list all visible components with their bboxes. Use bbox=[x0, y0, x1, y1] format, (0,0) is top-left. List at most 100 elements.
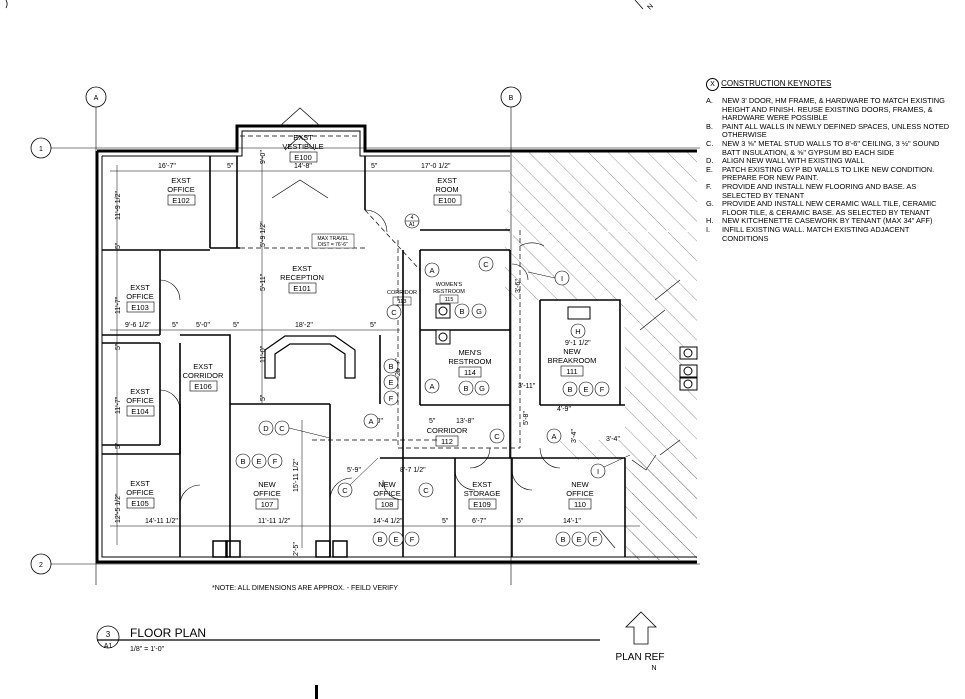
top-north-arrow-icon: N bbox=[634, 0, 655, 12]
svg-text:F: F bbox=[410, 535, 415, 544]
svg-text:14'-8": 14'-8" bbox=[294, 163, 312, 170]
svg-text:E101: E101 bbox=[293, 284, 311, 293]
svg-text:B: B bbox=[240, 457, 245, 466]
svg-text:B: B bbox=[377, 535, 382, 544]
door-swings bbox=[159, 209, 681, 549]
svg-text:H: H bbox=[575, 327, 580, 336]
svg-text:5'-9": 5'-9" bbox=[347, 467, 361, 474]
svg-text:5'-8": 5'-8" bbox=[523, 411, 530, 425]
svg-text:3: 3 bbox=[106, 630, 111, 639]
general-note: *NOTE: ALL DIMENSIONS ARE APPROX. - FEIL… bbox=[212, 585, 398, 592]
svg-text:F: F bbox=[273, 457, 278, 466]
svg-text:4'-9": 4'-9" bbox=[557, 406, 571, 413]
keynote-tag-e: E bbox=[383, 374, 399, 390]
keynotes-header: X CONSTRUCTION KEYNOTES bbox=[706, 78, 951, 91]
plan-ref-north-arrow-icon: PLAN REF N bbox=[616, 611, 664, 672]
svg-text:NEW: NEW bbox=[378, 480, 396, 489]
drawing-title: FLOOR PLAN bbox=[130, 626, 206, 640]
svg-text:EXST: EXST bbox=[472, 480, 492, 489]
svg-text:EXST: EXST bbox=[292, 264, 312, 273]
svg-text:18'-2": 18'-2" bbox=[295, 322, 313, 329]
svg-text:ROOM: ROOM bbox=[435, 185, 458, 194]
svg-text:5": 5" bbox=[172, 322, 179, 329]
partial-callout-circle bbox=[5, 0, 8, 9]
svg-text:EXST: EXST bbox=[130, 479, 150, 488]
svg-text:OFFICE: OFFICE bbox=[373, 489, 401, 498]
svg-text:B: B bbox=[560, 535, 565, 544]
svg-text:16'-7": 16'-7" bbox=[158, 163, 176, 170]
keynote-tag-a: A bbox=[424, 378, 440, 394]
keynote-item: D.ALIGN NEW WALL WITH EXISTING WALL bbox=[706, 156, 865, 166]
reception-desk bbox=[264, 335, 356, 379]
svg-text:3'-11": 3'-11" bbox=[518, 383, 536, 390]
keynote-tag-a: A bbox=[363, 413, 379, 429]
svg-text:EXST: EXST bbox=[193, 362, 213, 371]
svg-text:C: C bbox=[279, 424, 285, 433]
svg-text:I: I bbox=[597, 467, 599, 476]
svg-text:C: C bbox=[423, 486, 429, 495]
svg-text:N: N bbox=[646, 3, 655, 12]
svg-text:NEW: NEW bbox=[571, 480, 589, 489]
keynote-symbol-icon: X bbox=[706, 78, 719, 91]
svg-text:5": 5" bbox=[115, 442, 122, 449]
svg-text:C: C bbox=[494, 432, 500, 441]
svg-text:112: 112 bbox=[441, 437, 453, 446]
svg-text:EXST: EXST bbox=[171, 176, 191, 185]
svg-text:DIST = 76'-6": DIST = 76'-6" bbox=[318, 242, 348, 248]
columns bbox=[212, 540, 348, 558]
svg-text:5": 5" bbox=[442, 518, 449, 525]
svg-text:E109: E109 bbox=[473, 500, 491, 509]
svg-text:A: A bbox=[551, 432, 556, 441]
keynotes-list: A.NEW 3' DOOR, HM FRAME, & HARDWARE TO M… bbox=[706, 96, 951, 243]
keynote-callouts: A C B G C A B G B E F A C A H B E F I I … bbox=[235, 256, 631, 547]
svg-text:6'-7": 6'-7" bbox=[472, 518, 486, 525]
svg-text:110: 110 bbox=[574, 500, 586, 509]
svg-text:A: A bbox=[429, 382, 434, 391]
svg-text:CORRIDOR: CORRIDOR bbox=[387, 290, 417, 296]
keynote-tag-e: E bbox=[571, 531, 587, 547]
svg-text:108: 108 bbox=[381, 500, 394, 509]
svg-text:A1: A1 bbox=[104, 643, 113, 650]
svg-text:RESTROOM: RESTROOM bbox=[448, 357, 491, 366]
keynote-tag-i: I bbox=[590, 454, 631, 479]
svg-text:17'-0 1/2": 17'-0 1/2" bbox=[421, 163, 451, 170]
svg-text:3'-4": 3'-4" bbox=[571, 429, 578, 443]
drawing-title-block: 3 A1 FLOOR PLAN 1/8" = 1'-0" bbox=[96, 625, 600, 653]
svg-text:E103: E103 bbox=[131, 303, 149, 312]
keynote-tag-f: F bbox=[383, 390, 399, 406]
keynote-item: C.NEW 3 ⅝" METAL STUD WALLS TO 8'-6" CEI… bbox=[706, 138, 940, 157]
svg-text:NEW: NEW bbox=[563, 347, 581, 356]
keynote-item: H.NEW KITCHENETTE CASEWORK BY TENANT (MA… bbox=[706, 216, 933, 226]
keynote-tag-d: D bbox=[258, 420, 274, 436]
keynote-tag-e: E bbox=[388, 531, 404, 547]
svg-text:B: B bbox=[388, 362, 393, 371]
svg-text:C: C bbox=[391, 308, 397, 317]
svg-text:5": 5" bbox=[517, 518, 524, 525]
svg-text:115: 115 bbox=[445, 297, 454, 303]
keynote-tag-e: E bbox=[251, 453, 267, 469]
keynote-tag-g: G bbox=[474, 380, 490, 396]
keynote-tag-f: F bbox=[594, 381, 610, 397]
svg-text:MEN'S: MEN'S bbox=[458, 348, 481, 357]
svg-text:N: N bbox=[651, 665, 656, 672]
keynote-tag-g: G bbox=[471, 303, 487, 319]
svg-text:5": 5" bbox=[227, 163, 234, 170]
interior-walls bbox=[102, 156, 626, 557]
svg-text:OFFICE: OFFICE bbox=[253, 489, 281, 498]
svg-text:A: A bbox=[94, 95, 99, 102]
keynote-tag-c: C bbox=[489, 428, 505, 444]
svg-text:11'-9 1/2": 11'-9 1/2" bbox=[115, 190, 122, 220]
svg-text:F: F bbox=[600, 385, 605, 394]
grid-bubble-1: 1 bbox=[30, 137, 52, 159]
